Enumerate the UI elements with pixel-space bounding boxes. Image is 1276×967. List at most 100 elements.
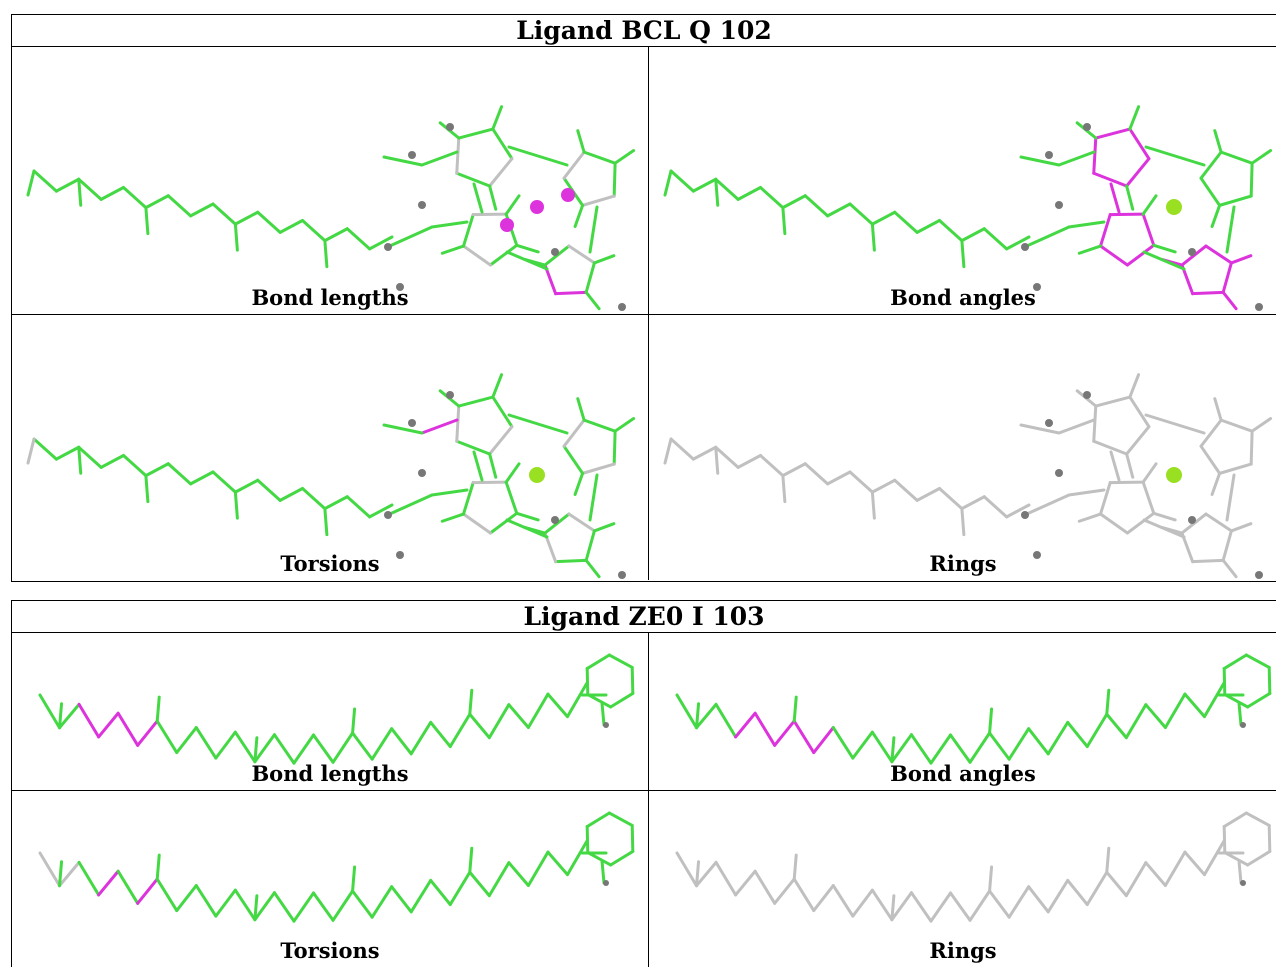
bond — [1066, 878, 1089, 907]
bond — [77, 445, 83, 475]
bond — [1222, 811, 1248, 829]
bond — [1225, 205, 1236, 254]
bond — [1077, 244, 1102, 255]
bond — [831, 884, 855, 918]
bond — [609, 691, 635, 709]
bond — [409, 720, 433, 756]
atom — [396, 551, 404, 559]
atom — [1240, 722, 1246, 728]
bond — [612, 161, 617, 198]
ze0-torsions-view — [38, 811, 635, 923]
bond — [390, 225, 434, 247]
bond — [1141, 480, 1156, 515]
bond — [351, 707, 357, 735]
bond — [312, 733, 335, 764]
atom — [418, 469, 426, 477]
bond — [929, 733, 952, 765]
ligand-panel-ze0: Ligand ZE0 I 103 Bond lengths Bond angle… — [11, 600, 1276, 967]
bond — [382, 155, 424, 167]
bond — [870, 210, 897, 226]
bond — [1250, 149, 1273, 165]
bond — [370, 885, 394, 919]
bond — [144, 474, 150, 504]
bond — [1199, 176, 1222, 207]
bond — [122, 454, 148, 478]
bond — [1267, 823, 1272, 853]
bond — [1213, 129, 1223, 154]
bond — [472, 182, 484, 214]
bond — [576, 397, 586, 422]
bond — [1180, 512, 1208, 535]
bond — [792, 877, 816, 913]
bond — [1098, 481, 1112, 516]
bond — [826, 202, 852, 218]
bond — [455, 439, 492, 456]
bond — [573, 471, 585, 496]
bond — [1067, 220, 1106, 229]
bond — [600, 859, 606, 885]
atom — [1033, 551, 1041, 559]
bond — [253, 891, 276, 922]
bond — [988, 889, 1011, 919]
bond — [351, 731, 374, 761]
bond — [468, 712, 491, 740]
atom — [1045, 151, 1053, 159]
bond — [734, 869, 757, 897]
bond — [440, 244, 465, 255]
bond — [960, 239, 966, 269]
bond — [759, 186, 785, 210]
bond — [1163, 850, 1187, 887]
bond — [1221, 558, 1238, 579]
bond — [214, 730, 237, 760]
bond — [734, 711, 757, 739]
bond — [1199, 444, 1222, 475]
bond — [1094, 127, 1132, 140]
bond — [507, 413, 569, 435]
bond — [584, 558, 601, 579]
bond — [613, 417, 636, 433]
bond — [1027, 225, 1071, 247]
bond — [893, 210, 919, 234]
bond — [1152, 243, 1177, 254]
bond — [773, 719, 796, 747]
bond — [669, 169, 695, 193]
bond — [1046, 720, 1070, 756]
bond — [582, 418, 617, 433]
bond — [233, 222, 239, 252]
bond — [194, 884, 218, 918]
metal-atom — [561, 188, 575, 202]
bond — [468, 846, 474, 874]
atom — [396, 283, 404, 291]
atom — [1055, 201, 1063, 209]
bcl-bond-lengths-view — [26, 105, 636, 311]
bond — [301, 487, 327, 511]
bond — [584, 290, 601, 311]
bond — [1124, 861, 1148, 898]
bond — [714, 177, 720, 207]
bond — [607, 811, 634, 827]
bond — [507, 703, 530, 729]
bond — [1098, 512, 1129, 535]
bond — [488, 511, 519, 535]
bond — [753, 711, 777, 747]
bond — [331, 731, 355, 764]
bond — [382, 423, 424, 435]
bond — [1191, 558, 1225, 564]
bond — [1219, 150, 1254, 165]
bond — [1019, 155, 1061, 167]
bond — [370, 727, 394, 761]
bond — [585, 667, 590, 697]
bond — [155, 853, 161, 881]
bond — [457, 127, 495, 140]
bond — [233, 730, 257, 764]
bond — [1199, 150, 1223, 180]
bond — [278, 487, 304, 502]
bond — [99, 186, 125, 201]
bond — [77, 445, 103, 469]
bond — [988, 865, 994, 893]
bond — [1267, 665, 1272, 695]
atom — [1240, 880, 1246, 886]
bond — [1141, 194, 1158, 216]
bond — [1222, 825, 1227, 855]
bond — [77, 860, 101, 897]
